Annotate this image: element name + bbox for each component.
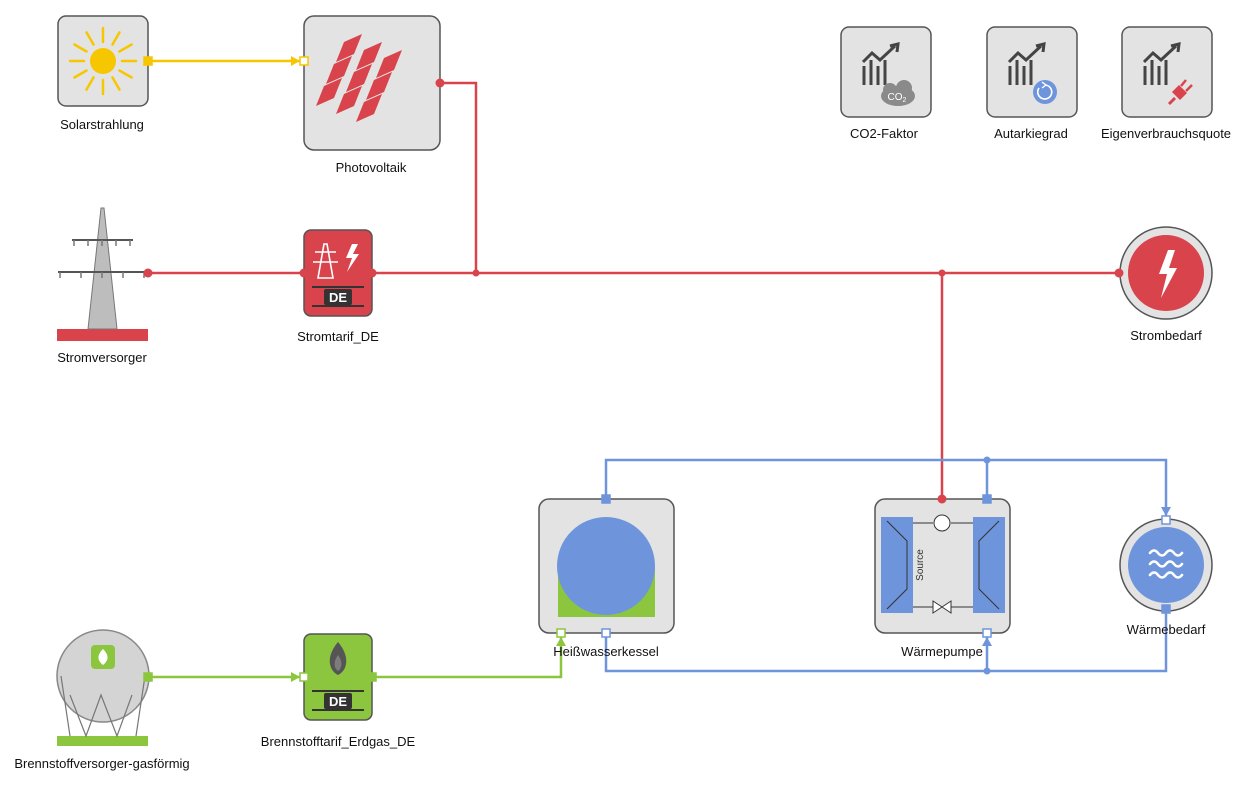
heatpump-source-text: Source bbox=[915, 549, 926, 581]
heat-demand-in-port[interactable] bbox=[1161, 515, 1171, 525]
heatpump-label: Wärmepumpe bbox=[901, 644, 983, 659]
solar-panel-icon bbox=[316, 34, 402, 122]
gas-connection-2[interactable] bbox=[372, 633, 563, 679]
power-pylon-icon bbox=[57, 207, 148, 341]
pv-connection[interactable] bbox=[440, 81, 478, 273]
pv-block[interactable] bbox=[303, 15, 441, 151]
boiler-icon bbox=[557, 517, 655, 617]
water-return-loop[interactable] bbox=[604, 609, 1168, 673]
tariff-power-block[interactable]: DE bbox=[303, 229, 373, 317]
solar-label: Solarstrahlung bbox=[60, 117, 144, 132]
grid-label: Stromversorger bbox=[57, 350, 147, 365]
boiler-gas-in-port[interactable] bbox=[556, 628, 566, 638]
pv-label: Photovoltaik bbox=[335, 160, 407, 175]
heatpump-power-port[interactable] bbox=[937, 494, 947, 504]
boiler-supply-port[interactable] bbox=[601, 494, 611, 504]
boiler-return-port[interactable] bbox=[601, 628, 611, 638]
solar-block[interactable] bbox=[57, 15, 149, 107]
power-demand-label: Strombedarf bbox=[1130, 328, 1202, 343]
bus-junction-hp[interactable] bbox=[938, 269, 946, 277]
autarky-block[interactable] bbox=[986, 26, 1078, 118]
tariff-power-label: Stromtarif_DE bbox=[297, 329, 379, 344]
selfuse-label: Eigenverbrauchsquote bbox=[1100, 126, 1232, 141]
heatpump-return-port[interactable] bbox=[982, 628, 992, 638]
pv-in-port[interactable] bbox=[299, 56, 309, 66]
selfuse-block[interactable] bbox=[1121, 26, 1213, 118]
grid-block[interactable] bbox=[57, 207, 148, 341]
gas-supply-block[interactable] bbox=[56, 629, 150, 746]
gas-tariff-block[interactable]: DE bbox=[303, 633, 373, 721]
power-demand-block[interactable] bbox=[1119, 226, 1213, 320]
heatpump-return-arrow bbox=[982, 637, 992, 646]
heat-demand-label: Wärmebedarf bbox=[1126, 622, 1206, 637]
chart-co2-icon: CO2 bbox=[881, 80, 915, 106]
co2-label: CO2-Faktor bbox=[850, 126, 918, 141]
gas-supply-out-port[interactable] bbox=[143, 672, 153, 682]
heatpump-supply-port[interactable] bbox=[982, 494, 992, 504]
co2-block[interactable]: CO2 bbox=[840, 26, 932, 118]
autarky-label: Autarkiegrad bbox=[994, 126, 1068, 141]
gas-arrow bbox=[291, 672, 300, 682]
sun-icon bbox=[68, 26, 138, 96]
gas-tariff-in-port[interactable] bbox=[299, 672, 309, 682]
flow-arrows bbox=[291, 56, 1171, 682]
tariff-power-badge: DE bbox=[329, 290, 347, 305]
heat-demand-arrow bbox=[1161, 507, 1171, 516]
heat-pump-icon bbox=[881, 514, 1005, 614]
gas-supply-label: Brennstoffversorger-gasförmig bbox=[14, 756, 190, 771]
lightning-icon bbox=[1159, 250, 1177, 298]
gas-tariff-badge: DE bbox=[329, 694, 347, 709]
tariff-power-out-port[interactable] bbox=[367, 268, 377, 278]
heat-demand-block[interactable] bbox=[1119, 518, 1213, 612]
heat-waves-icon bbox=[1148, 549, 1184, 579]
water-junction-top[interactable] bbox=[983, 456, 991, 464]
tariff-power-in-port[interactable] bbox=[299, 268, 309, 278]
chart-plug-icon bbox=[1167, 79, 1193, 106]
gas-tariff-out-port[interactable] bbox=[367, 672, 377, 682]
pylon-lightning-icon bbox=[313, 243, 359, 279]
water-junction-bottom[interactable] bbox=[983, 667, 991, 675]
co2-badge: CO2 bbox=[888, 92, 907, 104]
bus-junction-pv[interactable] bbox=[472, 269, 480, 277]
solar-out-port[interactable] bbox=[143, 56, 153, 66]
pv-out-port[interactable] bbox=[435, 78, 445, 88]
boiler-label: Heißwasserkessel bbox=[553, 644, 659, 659]
boiler-block[interactable] bbox=[538, 498, 675, 634]
power-demand-in-port[interactable] bbox=[1114, 268, 1124, 278]
chart-cycle-icon bbox=[1033, 80, 1057, 104]
heatpump-block[interactable]: Source bbox=[874, 498, 1011, 634]
flame-icon bbox=[329, 642, 347, 675]
gas-tariff-label: Brennstofftarif_Erdgas_DE bbox=[260, 734, 416, 749]
water-supply-loop[interactable] bbox=[604, 458, 1168, 520]
gas-up-arrow bbox=[556, 637, 566, 646]
solar-arrow bbox=[291, 56, 300, 66]
gas-tank-icon bbox=[56, 629, 150, 746]
heat-demand-out-port[interactable] bbox=[1161, 604, 1171, 614]
grid-out-port[interactable] bbox=[143, 268, 153, 278]
